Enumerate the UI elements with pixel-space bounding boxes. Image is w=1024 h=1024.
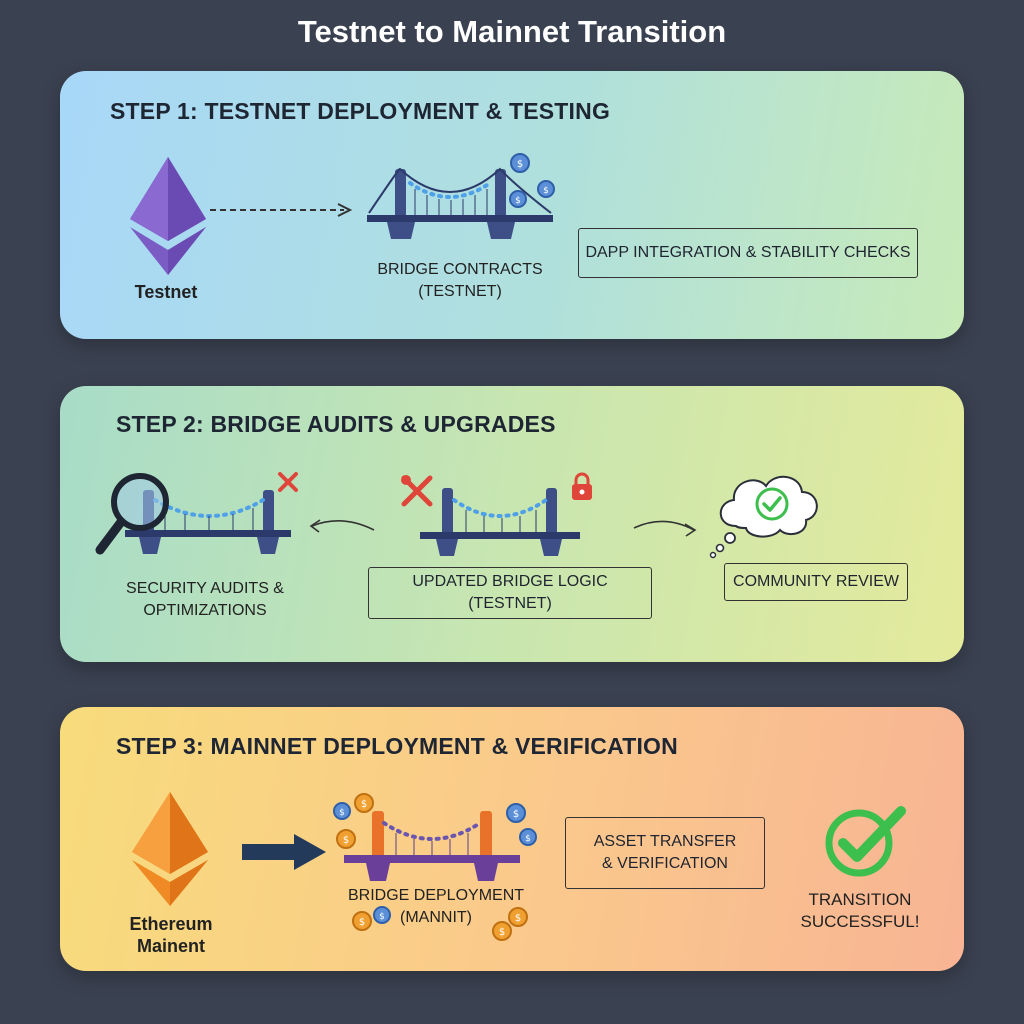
dapp-integration-box: DAPP INTEGRATION & STABILITY CHECKS <box>578 228 918 278</box>
updated-bridge-icon <box>420 488 580 556</box>
diagram-title: Testnet to Mainnet Transition <box>297 14 727 49</box>
arrow-right-icon <box>633 520 697 537</box>
thought-cloud-icon <box>709 476 818 559</box>
ethereum-mainnet-icon <box>132 792 208 906</box>
bridge-testnet-icon <box>367 167 553 239</box>
svg-text:$: $ <box>543 186 549 196</box>
svg-text:$: $ <box>515 913 521 924</box>
arrow-icon <box>242 834 326 870</box>
svg-text:$: $ <box>379 912 385 922</box>
security-audits-line1: SECURITY AUDITS & <box>126 580 284 597</box>
transition-successful-line2: SUCCESSFUL! <box>800 912 920 931</box>
bridge-contracts-line2: (TESTNET) <box>418 283 502 300</box>
arrow-icon <box>210 203 353 217</box>
bridge-deployment-line1: BRIDGE DEPLOYMENT <box>347 887 525 904</box>
coin-icons: $ $ <box>506 803 537 846</box>
lock-icon <box>572 472 592 500</box>
community-review-box: COMMUNITY REVIEW <box>724 563 908 601</box>
svg-text:$: $ <box>515 196 521 206</box>
step-2-panel: STEP 2: BRIDGE AUDITS & UPGRADES SECURIT… <box>60 386 964 662</box>
security-audits-line2: OPTIMIZATIONS <box>143 602 267 619</box>
ethereum-mainnet-label: Ethereum Mainent <box>129 914 213 956</box>
bridge-deployment-label: BRIDGE DEPLOYMENT (MANNIT) <box>336 885 536 929</box>
asset-transfer-line1: ASSET TRANSFER <box>593 833 737 850</box>
transition-successful-label: TRANSITION SUCCESSFUL! <box>780 889 940 933</box>
step-2-title: STEP 2: BRIDGE AUDITS & UPGRADES <box>116 411 556 437</box>
coin-icons: $ $ <box>352 906 391 931</box>
svg-text:$: $ <box>499 927 505 938</box>
bridge-mainnet-icon <box>344 811 520 881</box>
svg-text:$: $ <box>359 917 365 928</box>
coin-icons: $ $ $ <box>509 153 555 208</box>
testnet-label: Testnet <box>134 282 198 302</box>
svg-text:$: $ <box>339 808 345 818</box>
svg-text:$: $ <box>361 799 367 810</box>
security-audits-label: SECURITY AUDITS & OPTIMIZATIONS <box>100 578 310 622</box>
close-icon <box>278 472 298 492</box>
step-1-panel: STEP 1: TESTNET DEPLOYMENT & TESTING Tes… <box>60 71 964 339</box>
svg-text:$: $ <box>513 809 519 820</box>
svg-text:$: $ <box>517 159 523 170</box>
magnifier-icon <box>95 473 169 555</box>
bridge-contracts-line1: BRIDGE CONTRACTS <box>377 261 543 278</box>
checkmark-icon <box>825 806 906 877</box>
step-3-title: STEP 3: MAINNET DEPLOYMENT & VERIFICATIO… <box>116 733 678 759</box>
svg-text:$: $ <box>525 834 531 844</box>
coin-icons: $ $ $ <box>333 793 374 849</box>
asset-transfer-box: ASSET TRANSFER & VERIFICATION <box>565 817 765 889</box>
wrench-icon <box>401 475 433 507</box>
ethereum-testnet-icon <box>130 157 206 275</box>
transition-successful-line1: TRANSITION <box>808 890 912 909</box>
step-1-title: STEP 1: TESTNET DEPLOYMENT & TESTING <box>110 98 611 124</box>
asset-transfer-line2: & VERIFICATION <box>602 855 728 872</box>
arrow-left-icon <box>309 519 375 533</box>
step-3-panel: STEP 3: MAINNET DEPLOYMENT & VERIFICATIO… <box>60 707 964 971</box>
updated-bridge-logic-box: UPDATED BRIDGE LOGIC (TESTNET) <box>368 567 652 619</box>
bridge-contracts-label: BRIDGE CONTRACTS (TESTNET) <box>350 259 570 303</box>
bridge-deployment-line2: (MANNIT) <box>400 909 472 926</box>
coin-icons: $ $ <box>492 907 528 941</box>
svg-text:$: $ <box>343 835 349 846</box>
